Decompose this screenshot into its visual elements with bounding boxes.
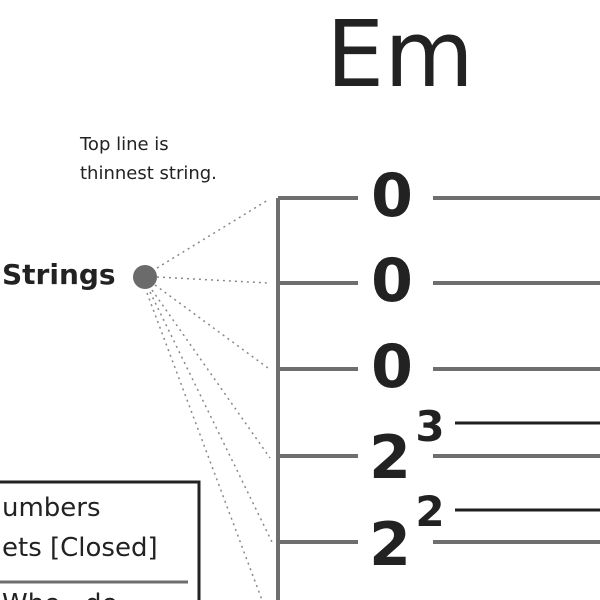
chord-title: Em — [326, 1, 474, 108]
string-1-fret: 0 — [371, 161, 413, 231]
leader-line-6 — [146, 292, 263, 600]
leader-line-2 — [156, 276, 269, 284]
legend-border — [0, 480, 201, 600]
string-5-finger: 2 — [415, 487, 444, 536]
string-3-fret: 0 — [371, 332, 413, 402]
string-4-finger: 3 — [415, 402, 444, 451]
leader-line-4 — [151, 289, 271, 459]
string-5-fret: 2 — [369, 510, 411, 580]
legend-line-1: umbers — [2, 493, 101, 523]
legend-line-2: ets [Closed] — [2, 533, 158, 563]
legend-box: umbers ets [Closed] Whe...de — [0, 480, 201, 600]
legend-line-3: Whe...de — [2, 589, 117, 600]
leader-line-3 — [154, 284, 269, 369]
note-line-1: Top line is — [79, 134, 169, 155]
leader-lines — [146, 199, 273, 600]
string-2-fret: 0 — [371, 246, 413, 316]
string-4-fret: 2 — [369, 423, 411, 493]
strings-label: Strings — [2, 258, 116, 291]
leader-line-1 — [156, 199, 269, 269]
note-line-2: thinnest string. — [80, 163, 217, 184]
strings-dot — [133, 265, 157, 289]
leader-line-5 — [149, 291, 273, 543]
